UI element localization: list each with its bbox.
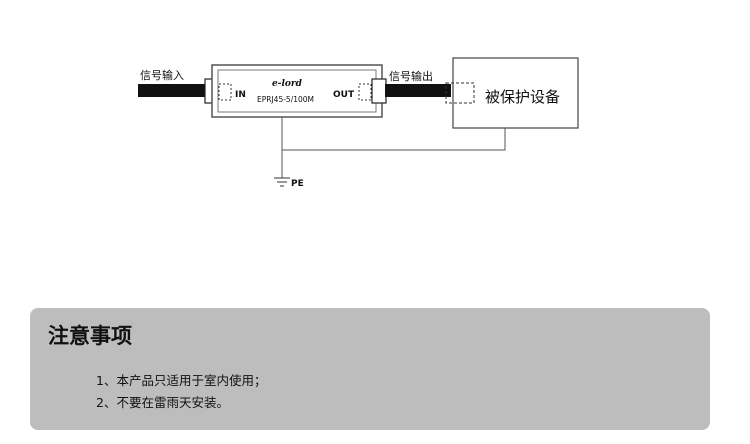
signal-input-label: 信号输入 — [140, 69, 184, 82]
in-port-outline — [218, 83, 232, 101]
wiring-diagram-graphic — [138, 57, 579, 187]
notice-list: 1、本产品只适用于室内使用； 2、不要在雷雨天安装。 — [96, 370, 266, 414]
model-label: EPRJ45-5/100M — [257, 95, 315, 104]
port-out-label: OUT — [333, 90, 355, 100]
notice-item: 2、不要在雷雨天安装。 — [96, 395, 229, 410]
protector-body — [211, 64, 383, 118]
notice-title: 注意事项 — [48, 324, 132, 348]
output-connector — [371, 78, 387, 104]
brand-label: e-lord — [272, 79, 302, 89]
output-cable — [385, 84, 451, 97]
ground-pe-label: PE — [291, 179, 304, 189]
input-cable — [138, 84, 206, 97]
device-port-outline — [445, 82, 475, 104]
surge-protector-diagram: 信号输入 信号输出 e-lord EPRJ45-5/100M IN OUT 被保… — [138, 57, 579, 189]
notice-item: 1、本产品只适用于室内使用； — [96, 373, 267, 388]
signal-output-label: 信号输出 — [389, 70, 433, 83]
ground-wire — [282, 128, 506, 151]
protected-device-label: 被保护设备 — [485, 88, 561, 106]
notice-panel: 注意事项 1、本产品只适用于室内使用； 2、不要在雷雨天安装。 — [30, 308, 710, 430]
out-port-outline — [358, 83, 372, 101]
port-in-label: IN — [235, 90, 246, 100]
